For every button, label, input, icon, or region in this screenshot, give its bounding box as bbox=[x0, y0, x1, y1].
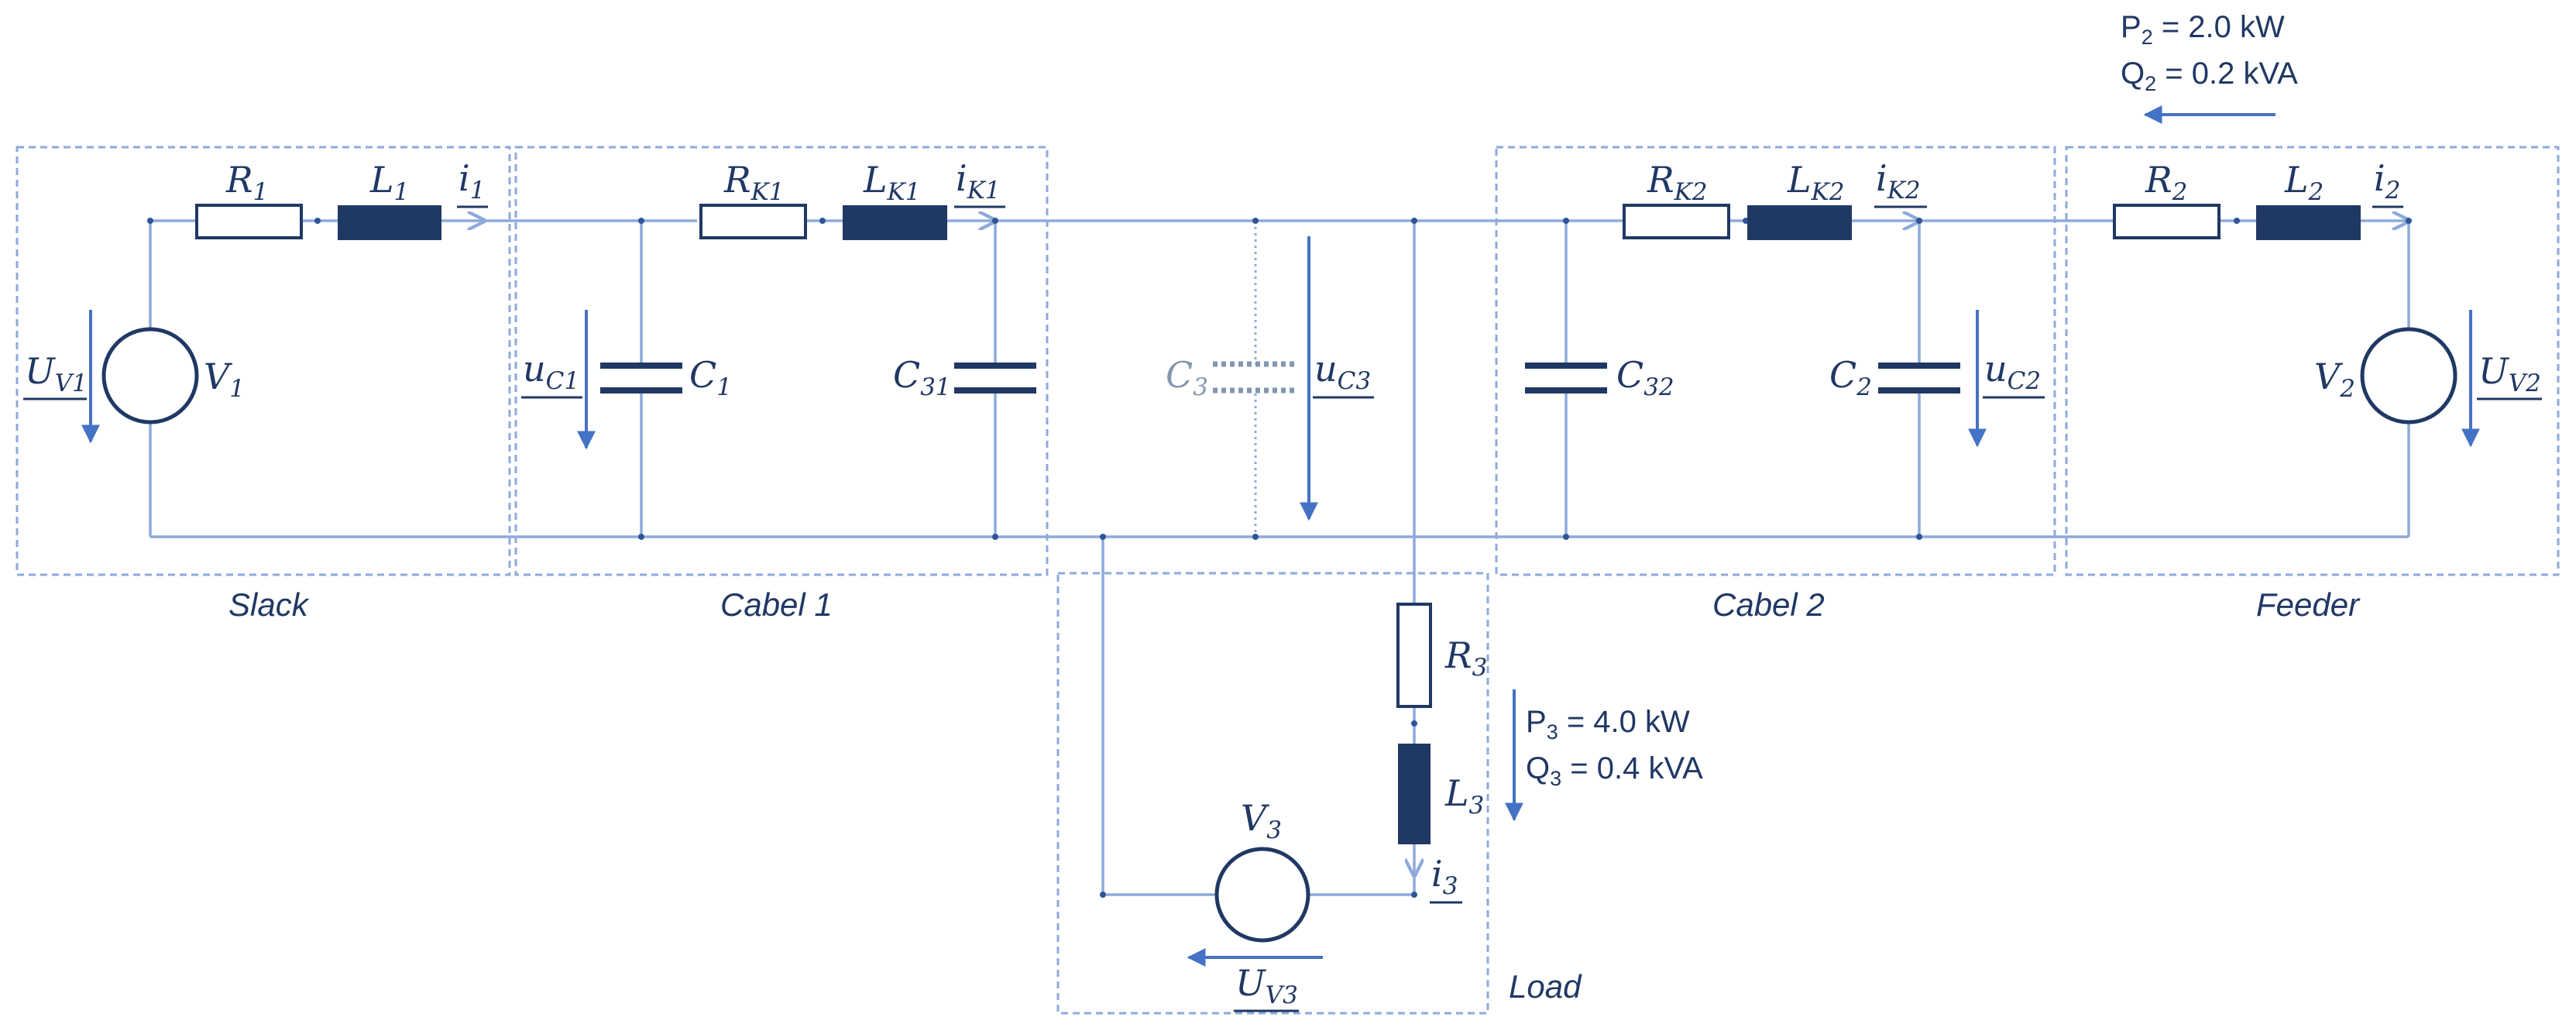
l2-label: L2 bbox=[2284, 159, 2324, 206]
inductor-l1 bbox=[338, 205, 441, 240]
resistor-r2 bbox=[2113, 204, 2221, 239]
ik1-label: iK1 bbox=[956, 157, 1001, 204]
q2-annotation: Q2 = 0.2 kVA bbox=[2121, 57, 2298, 95]
i3-label: i3 bbox=[1431, 853, 1458, 900]
uv3-label: UV3 bbox=[1235, 962, 1298, 1009]
subsystem-boxes bbox=[15, 146, 2560, 1015]
capacitor-c31 bbox=[954, 363, 1036, 393]
lk1-label: LK1 bbox=[863, 159, 920, 206]
v3-label: V3 bbox=[1241, 797, 1282, 844]
resistors bbox=[195, 204, 2221, 708]
v2-label: V2 bbox=[2314, 356, 2355, 403]
voltage-sources bbox=[101, 327, 2458, 943]
p2-annotation: P2 = 2.0 kW bbox=[2121, 10, 2285, 49]
r3-label: R3 bbox=[1444, 634, 1487, 682]
rk2-label: RK2 bbox=[1647, 159, 1708, 206]
source-v1 bbox=[101, 327, 199, 424]
c3-label: C3 bbox=[1166, 354, 1208, 401]
cabel2-box bbox=[1495, 146, 2056, 576]
uc1-label: uC1 bbox=[523, 348, 579, 395]
cabel2-label: Cabel 2 bbox=[1712, 586, 1825, 623]
uc2-label: uC2 bbox=[1984, 348, 2041, 395]
load-label: Load bbox=[1509, 968, 1582, 1005]
inductor-lk2 bbox=[1747, 205, 1852, 240]
cabel1-box bbox=[514, 146, 1049, 576]
v1-label: V1 bbox=[204, 356, 245, 403]
resistor-rk2 bbox=[1623, 204, 1730, 239]
source-v2 bbox=[2360, 327, 2458, 424]
cabel1-label: Cabel 1 bbox=[720, 586, 833, 623]
capacitor-c1 bbox=[600, 363, 682, 393]
load-box bbox=[1056, 572, 1489, 1015]
inductor-l3 bbox=[1398, 744, 1431, 844]
l3-label: L3 bbox=[1444, 772, 1484, 820]
c2-label: C2 bbox=[1829, 354, 1872, 401]
feeder-box bbox=[2065, 146, 2560, 576]
inductor-l2 bbox=[2256, 205, 2361, 240]
junction-dots bbox=[147, 218, 2412, 898]
l1-label: L1 bbox=[369, 159, 409, 206]
uv1-label: UV1 bbox=[25, 350, 88, 397]
slack-label: Slack bbox=[228, 586, 310, 623]
voltage-arrows bbox=[81, 105, 2480, 967]
capacitors bbox=[600, 363, 1960, 393]
c1-label: C1 bbox=[689, 354, 732, 401]
capacitor-c2 bbox=[1878, 363, 1960, 393]
capacitor-c32 bbox=[1525, 363, 1607, 393]
inductor-lk1 bbox=[843, 205, 947, 240]
resistor-r3 bbox=[1396, 603, 1432, 708]
r1-label: R1 bbox=[225, 159, 268, 206]
current-arrows bbox=[441, 221, 2409, 875]
inductors bbox=[338, 205, 2361, 844]
c32-label: C32 bbox=[1616, 354, 1674, 401]
source-v3 bbox=[1214, 847, 1310, 943]
wires bbox=[149, 219, 2410, 896]
load-branch bbox=[1101, 221, 1416, 896]
c31-label: C31 bbox=[893, 354, 951, 401]
feeder-label: Feeder bbox=[2256, 586, 2361, 623]
slack-box bbox=[15, 146, 511, 576]
i2-label: i2 bbox=[2374, 157, 2400, 204]
q3-annotation: Q3 = 0.4 kVA bbox=[1526, 751, 1703, 790]
uv2-label: UV2 bbox=[2478, 350, 2541, 397]
lk2-label: LK2 bbox=[1787, 159, 1844, 206]
ik2-label: iK2 bbox=[1876, 157, 1921, 204]
resistor-rk1 bbox=[699, 204, 807, 239]
uc3-label: uC3 bbox=[1314, 348, 1371, 395]
capacitor-c3-dotted bbox=[1213, 361, 1298, 393]
rk1-label: RK1 bbox=[723, 159, 785, 206]
p3-annotation: P3 = 4.0 kW bbox=[1526, 705, 1690, 744]
r2-label: R2 bbox=[2145, 159, 2187, 206]
i1-label: i1 bbox=[459, 157, 485, 204]
resistor-r1 bbox=[195, 204, 303, 239]
